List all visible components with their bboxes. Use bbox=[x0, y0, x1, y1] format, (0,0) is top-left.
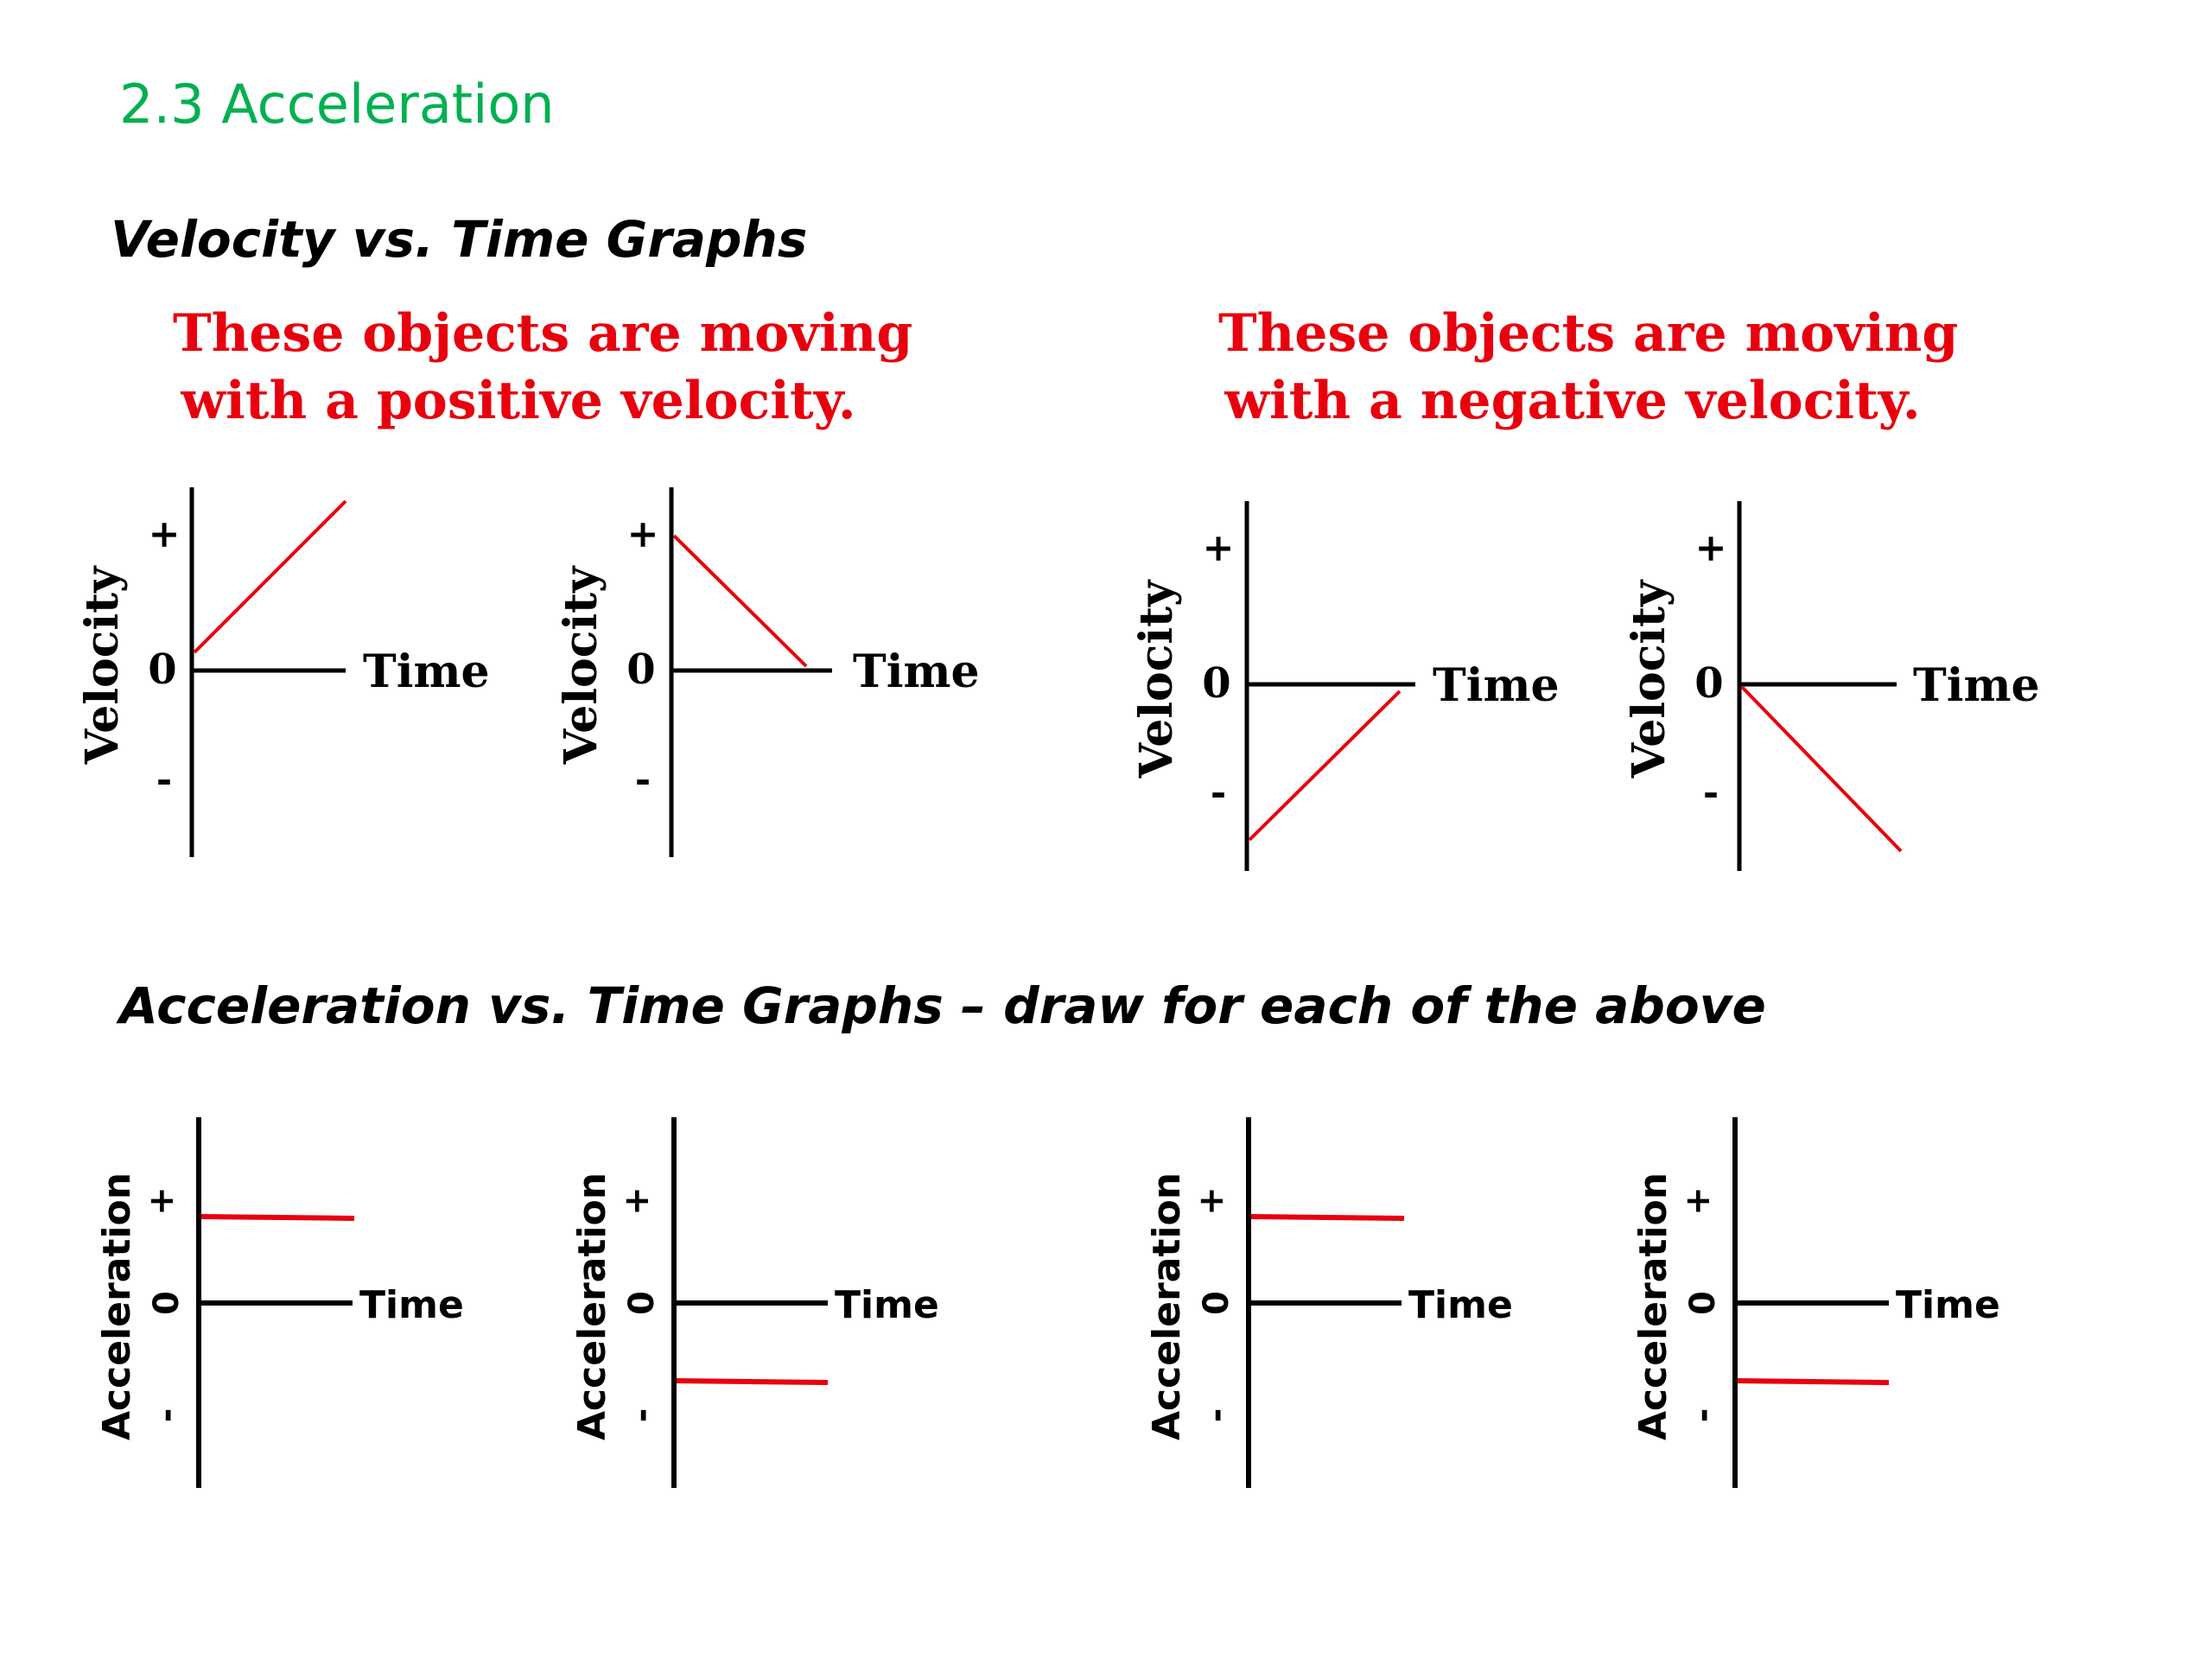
acceleration-graph-4-line bbox=[1737, 1378, 1890, 1385]
caption-positive-line-1: These objects are moving bbox=[173, 303, 913, 364]
caption-negative-velocity: These objects are moving with a negative… bbox=[1218, 300, 1959, 435]
acceleration-graph-1-plus: + bbox=[142, 1186, 181, 1216]
velocity-graph-1-zero: 0 bbox=[148, 645, 176, 694]
velocity-graph-2-y-label: Velocity bbox=[555, 565, 607, 766]
velocity-graph-2-line bbox=[672, 534, 808, 668]
acceleration-graph-2-x-label: Time bbox=[835, 1283, 939, 1327]
velocity-graph-4-y-label: Velocity bbox=[1623, 579, 1675, 779]
acceleration-graph-2-zero: 0 bbox=[622, 1291, 662, 1315]
acceleration-graph-2-minus: - bbox=[622, 1408, 662, 1423]
velocity-graph-4-line bbox=[1740, 685, 1903, 853]
velocity-graph-4-minus: - bbox=[1703, 771, 1719, 815]
acceleration-section-heading: Acceleration vs. Time Graphs – draw for … bbox=[119, 976, 1766, 1035]
acceleration-graph-4-minus: - bbox=[1683, 1408, 1723, 1423]
velocity-graph-2-x-label: Time bbox=[853, 645, 980, 698]
velocity-graph-3-zero: 0 bbox=[1202, 659, 1230, 708]
velocity-graph-3-y-label: Velocity bbox=[1130, 579, 1183, 779]
acceleration-graph-3: + 0 - Time Acceleration bbox=[1145, 1117, 1513, 1488]
velocity-graph-2: + 0 - Time Velocity bbox=[555, 487, 980, 857]
velocity-graph-3: + 0 - Time Velocity bbox=[1130, 501, 1560, 871]
velocity-graph-2-plus: + bbox=[627, 512, 659, 556]
acceleration-graph-2-y-label: Acceleration bbox=[570, 1173, 614, 1440]
velocity-graph-4-plus: + bbox=[1695, 526, 1727, 570]
acceleration-graph-3-zero: 0 bbox=[1197, 1291, 1236, 1315]
velocity-graph-4: + 0 - Time Velocity bbox=[1623, 501, 2040, 871]
caption-positive-velocity: These objects are moving with a positive… bbox=[173, 300, 913, 435]
acceleration-graph-2: + 0 - Time Acceleration bbox=[570, 1117, 939, 1488]
velocity-graph-1-plus: + bbox=[149, 512, 181, 556]
velocity-graph-1-x-label: Time bbox=[363, 645, 490, 698]
acceleration-graph-3-y-label: Acceleration bbox=[1145, 1173, 1189, 1440]
acceleration-graph-2-line bbox=[676, 1378, 829, 1385]
acceleration-graph-4: + 0 - Time Acceleration bbox=[1631, 1117, 2000, 1488]
acceleration-graph-3-minus: - bbox=[1197, 1408, 1236, 1423]
acceleration-graph-1-line bbox=[200, 1214, 355, 1221]
caption-positive-line-2: with a positive velocity. bbox=[181, 371, 856, 431]
acceleration-graph-1-x-label: Time bbox=[359, 1283, 464, 1327]
velocity-graph-2-zero: 0 bbox=[626, 645, 655, 694]
velocity-section-heading: Velocity vs. Time Graphs bbox=[111, 210, 808, 269]
velocity-graph-1-y-label: Velocity bbox=[76, 565, 129, 766]
acceleration-graph-4-x-label: Time bbox=[1896, 1283, 2000, 1327]
acceleration-graph-3-plus: + bbox=[1192, 1186, 1231, 1216]
acceleration-graph-3-line bbox=[1250, 1214, 1405, 1221]
velocity-graph-3-minus: - bbox=[1211, 771, 1226, 815]
acceleration-graph-2-plus: + bbox=[617, 1186, 657, 1216]
acceleration-graph-1-y-label: Acceleration bbox=[95, 1173, 139, 1440]
acceleration-graph-1: + 0 - Time Acceleration bbox=[95, 1117, 464, 1488]
velocity-graph-1-line bbox=[193, 499, 347, 654]
velocity-graph-4-zero: 0 bbox=[1694, 659, 1723, 708]
caption-negative-line-1: These objects are moving bbox=[1218, 303, 1959, 364]
acceleration-graph-1-minus: - bbox=[147, 1408, 187, 1423]
velocity-graph-3-plus: + bbox=[1203, 526, 1235, 570]
acceleration-graph-4-plus: + bbox=[1678, 1186, 1718, 1216]
acceleration-graph-3-x-label: Time bbox=[1408, 1283, 1513, 1327]
acceleration-graph-1-zero: 0 bbox=[147, 1291, 187, 1315]
velocity-graph-3-x-label: Time bbox=[1433, 659, 1560, 712]
velocity-graph-2-minus: - bbox=[635, 758, 651, 802]
acceleration-graph-4-y-label: Acceleration bbox=[1631, 1173, 1675, 1440]
caption-negative-line-2: with a negative velocity. bbox=[1224, 371, 1921, 431]
acceleration-graph-4-zero: 0 bbox=[1683, 1291, 1723, 1315]
slide-title: 2.3 Acceleration bbox=[119, 73, 555, 136]
velocity-graph-4-x-label: Time bbox=[1913, 659, 2040, 712]
velocity-graph-3-line bbox=[1248, 690, 1402, 842]
velocity-graph-1-minus: - bbox=[156, 758, 172, 802]
velocity-graph-1: + 0 - Time Velocity bbox=[76, 487, 490, 857]
